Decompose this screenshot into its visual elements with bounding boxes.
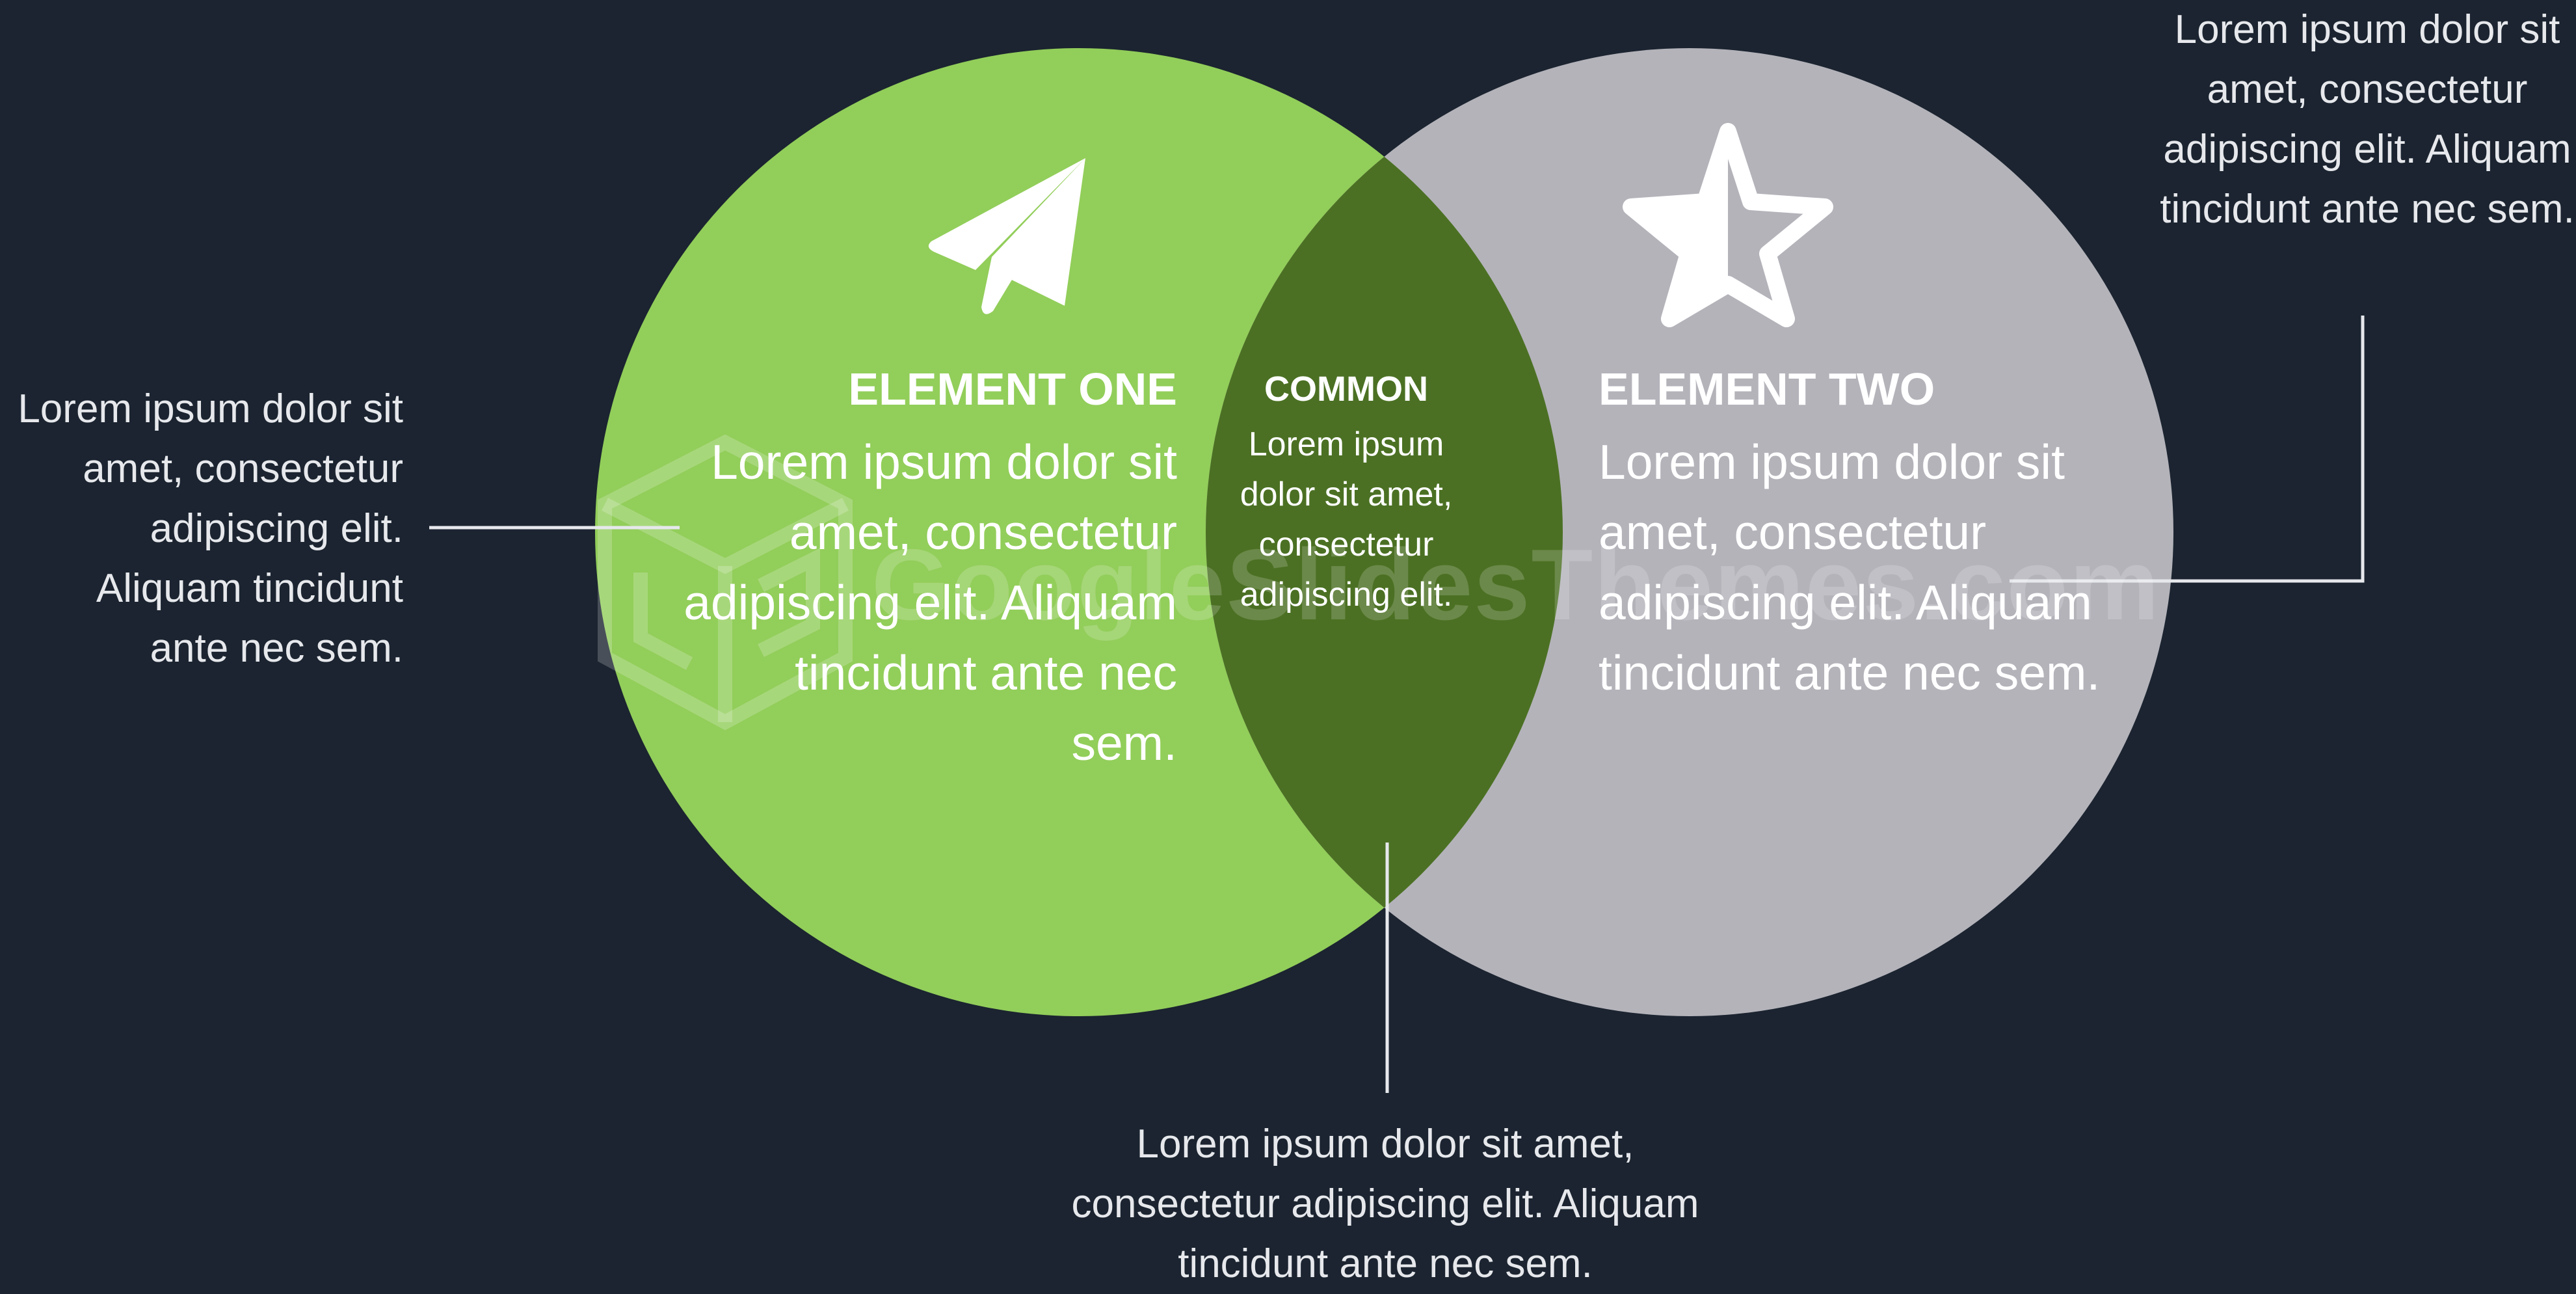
element-two-title: ELEMENT TWO — [1599, 364, 1935, 414]
callout-bottom: Lorem ipsum dolor sit amet, consectetur … — [1071, 1122, 1699, 1286]
callout-top-right: Lorem ipsum dolor sit amet, consectetur … — [2160, 7, 2575, 232]
paper-plane-icon — [928, 158, 1085, 314]
element-one-title: ELEMENT ONE — [848, 364, 1177, 414]
callout-left: Lorem ipsum dolor sit amet, consectetur … — [18, 386, 403, 671]
watermark-text: GoogleSlidesThemes.com — [871, 528, 2161, 641]
intersection-common — [1206, 48, 1563, 1016]
common-body: Lorem ipsum dolor sit amet, consectetur … — [1240, 425, 1453, 613]
cube-logo-icon — [598, 434, 853, 731]
element-two-body: Lorem ipsum dolor sit amet, consectetur … — [1599, 435, 2101, 700]
common-title: COMMON — [1264, 370, 1428, 409]
element-one-body: Lorem ipsum dolor sit amet, consectetur … — [684, 435, 1177, 770]
connector-top-right — [2010, 316, 2365, 583]
half-star-icon — [1623, 123, 1833, 327]
